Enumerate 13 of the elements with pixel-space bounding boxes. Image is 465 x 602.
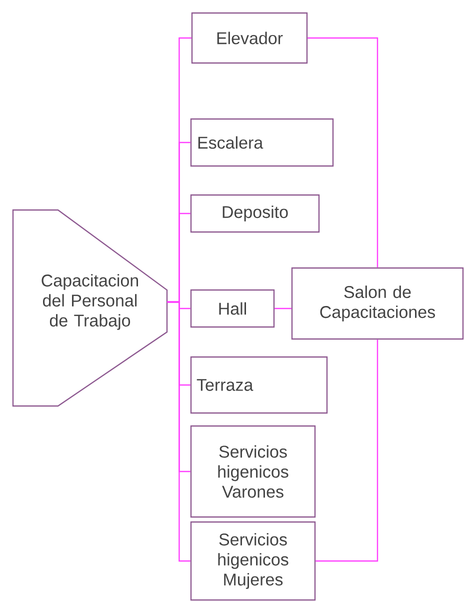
process-box: Salon de Capacitaciones <box>291 267 464 340</box>
process-box: Servicios higenicos Mujeres <box>190 521 316 601</box>
process-box: Escalera <box>190 118 334 167</box>
connector-line <box>167 301 190 562</box>
process-box: Servicios higenicos Varones <box>190 425 316 518</box>
process-box: Hall <box>190 289 275 328</box>
process-box: Terraza <box>190 356 328 414</box>
connector-line <box>308 37 378 268</box>
process-box: Elevador <box>191 12 308 64</box>
process-box: Deposito <box>190 194 320 233</box>
connector-line <box>274 308 292 310</box>
pentagon-node: Capacitacion del Personal de Trabajo <box>12 209 168 407</box>
connector-line <box>316 340 378 562</box>
